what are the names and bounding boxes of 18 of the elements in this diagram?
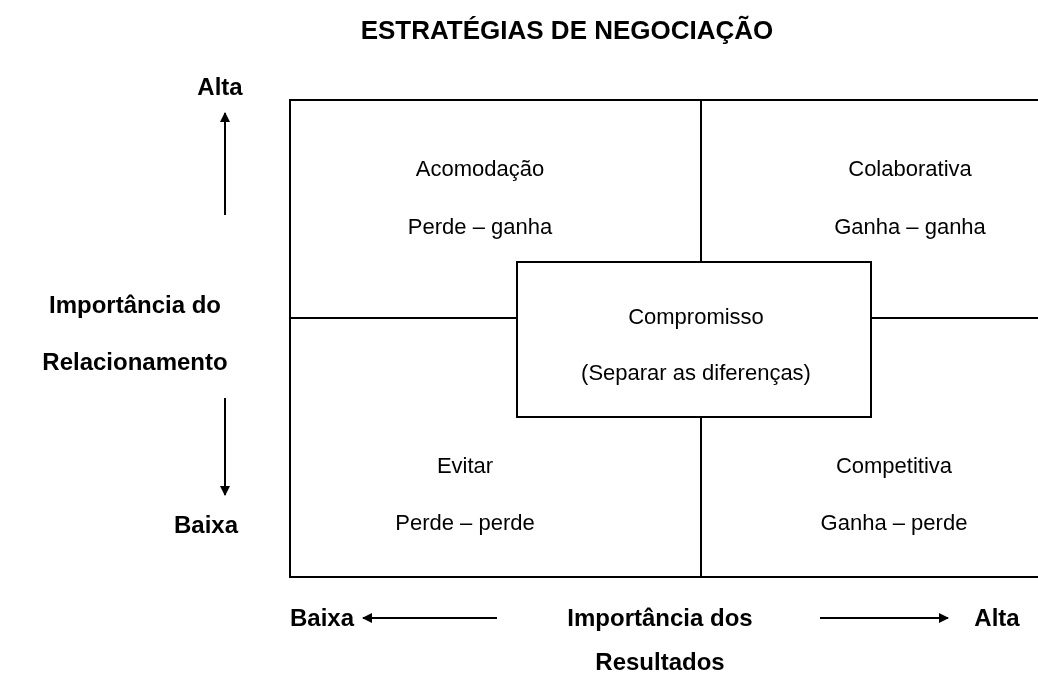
axis-label: Alta — [196, 72, 244, 102]
axis-label: Alta — [973, 603, 1021, 633]
strategy-name: Compromisso — [628, 304, 764, 330]
title: ESTRATÉGIAS DE NEGOCIAÇÃO — [359, 15, 775, 46]
axis-label: Importância dos Resultados — [566, 603, 754, 677]
strategy-name: Colaborativa — [848, 156, 972, 182]
strategy-name: Evitar — [436, 453, 494, 479]
outcome-label: (Separar as diferenças) — [581, 360, 811, 386]
axis-label: Importância do Relacionamento — [41, 290, 229, 377]
outcome-label: Perde – ganha — [407, 214, 553, 240]
strategy-name: Competitiva — [835, 453, 953, 479]
outcome-label: Ganha – perde — [820, 510, 968, 536]
axis-label: Baixa — [172, 510, 240, 540]
outcome-label: Ganha – ganha — [834, 214, 986, 240]
outcome-label: Perde – perde — [395, 510, 535, 536]
axis-label: Baixa — [288, 603, 356, 633]
center-box — [516, 261, 872, 418]
strategy-name: Acomodação — [415, 156, 545, 182]
